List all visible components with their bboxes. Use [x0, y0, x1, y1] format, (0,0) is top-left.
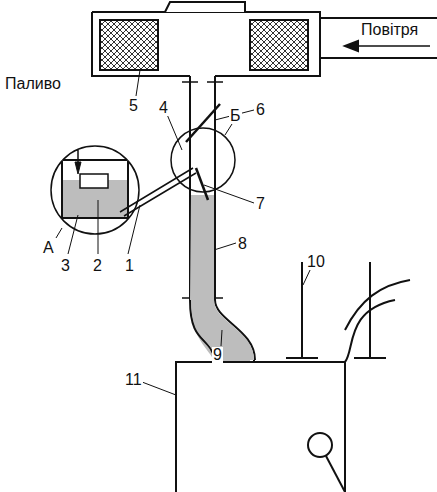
air-filter	[100, 20, 158, 70]
callout-number: 6	[255, 102, 266, 118]
flow-label: Паливо	[4, 76, 62, 92]
flow-label: Повітря	[360, 22, 419, 38]
callout-number: 9	[212, 347, 223, 363]
callout-number: 8	[237, 236, 248, 252]
callout-number: 2	[92, 258, 103, 274]
callout-number: 11	[124, 372, 143, 388]
callout-number: 3	[60, 258, 71, 274]
callout-number: А	[42, 240, 55, 256]
callout-number: 4	[158, 100, 169, 116]
callout-number: 1	[124, 258, 135, 274]
callout-number: 5	[128, 98, 139, 114]
callout-number: 10	[306, 254, 326, 270]
callout-number: 7	[255, 196, 266, 212]
callout-number: Б	[229, 108, 242, 124]
